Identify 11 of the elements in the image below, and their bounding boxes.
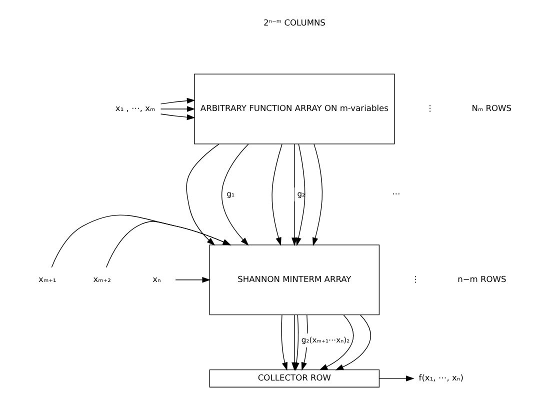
- label: Nₘ ROWS: [471, 103, 512, 114]
- node-text: f(x₁, ⋯, xₙ): [418, 372, 463, 383]
- label: 2ⁿ⁻ᵐ COLUMNS: [262, 18, 325, 28]
- label: ⋯: [392, 188, 400, 199]
- label: ⋮: [410, 274, 420, 284]
- node-text: x₁ , ⋯, xₘ: [114, 103, 155, 114]
- label: ⋮: [425, 103, 434, 114]
- node-text: xₙ: [152, 274, 160, 284]
- node-text: xₘ₊₁: [38, 274, 56, 284]
- label: n−m ROWS: [457, 274, 506, 284]
- node-text: xₘ₊₂: [92, 274, 111, 284]
